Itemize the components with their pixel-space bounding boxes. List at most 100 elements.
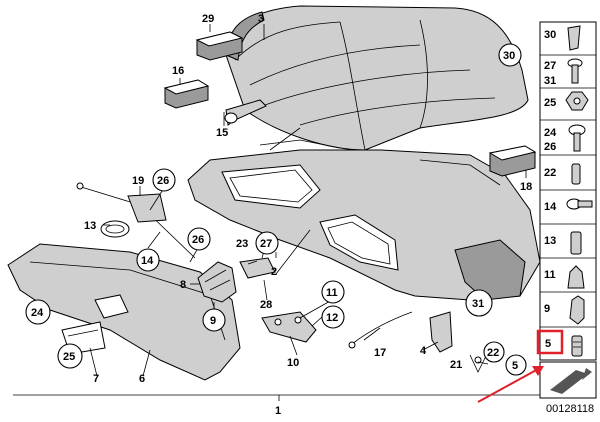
callout-17: 17 bbox=[374, 347, 386, 359]
callout-7: 7 bbox=[93, 373, 99, 385]
legend-row-27-31: 27 31 bbox=[544, 60, 556, 87]
legend-label-24: 24 bbox=[544, 127, 557, 139]
svg-text:27: 27 bbox=[260, 238, 272, 250]
svg-text:25: 25 bbox=[63, 351, 75, 363]
legend-label-9: 9 bbox=[544, 303, 550, 315]
callout-30: 30 bbox=[498, 43, 522, 67]
callout-15: 15 bbox=[216, 127, 228, 139]
svg-text:9: 9 bbox=[210, 315, 216, 327]
svg-text:6: 6 bbox=[139, 373, 145, 385]
svg-text:1: 1 bbox=[275, 405, 281, 417]
callout-5-circle: 5 bbox=[505, 354, 527, 376]
svg-text:28: 28 bbox=[260, 299, 272, 311]
callout-29: 29 bbox=[202, 13, 214, 25]
callout-24: 24 bbox=[25, 299, 51, 325]
svg-text:31: 31 bbox=[472, 298, 484, 310]
seal-13 bbox=[100, 220, 130, 238]
callout-23: 23 bbox=[236, 238, 248, 250]
bracket-10 bbox=[261, 311, 317, 343]
svg-text:22: 22 bbox=[487, 347, 499, 359]
nut-icon-25 bbox=[565, 91, 589, 111]
screw-icon-22 bbox=[571, 163, 581, 185]
clip-icon-30 bbox=[567, 25, 581, 51]
callout-25: 25 bbox=[57, 343, 83, 369]
svg-text:12: 12 bbox=[326, 312, 338, 324]
callout-31: 31 bbox=[465, 289, 493, 317]
legend-label-26: 26 bbox=[544, 141, 556, 153]
legend-label-25: 25 bbox=[544, 97, 556, 109]
screw-icon-24 bbox=[568, 124, 586, 152]
legend-label-31: 31 bbox=[544, 75, 556, 87]
leader-lines bbox=[13, 24, 545, 401]
legend-label-30: 30 bbox=[544, 29, 556, 41]
strut-19 bbox=[76, 182, 196, 259]
callout-11: 11 bbox=[321, 280, 345, 304]
convertible-top-part bbox=[225, 5, 529, 151]
svg-text:11: 11 bbox=[326, 287, 338, 299]
bracket-15 bbox=[224, 99, 267, 126]
callout-12: 12 bbox=[321, 305, 345, 329]
cable-17 bbox=[348, 311, 413, 349]
svg-text:30: 30 bbox=[503, 50, 515, 62]
foam-pad-18 bbox=[488, 145, 537, 177]
callout-8: 8 bbox=[180, 279, 186, 291]
foam-pad-29 bbox=[195, 31, 244, 61]
svg-text:16: 16 bbox=[172, 65, 184, 77]
svg-text:19: 19 bbox=[132, 175, 144, 187]
svg-text:24: 24 bbox=[31, 307, 44, 319]
svg-text:18: 18 bbox=[520, 181, 532, 193]
svg-text:23: 23 bbox=[236, 238, 248, 250]
legend-label-11: 11 bbox=[544, 269, 556, 281]
callout-26-mid: 26 bbox=[187, 227, 211, 251]
callout-4: 4 bbox=[420, 345, 427, 357]
callout-22: 22 bbox=[483, 341, 505, 363]
callout-10: 10 bbox=[287, 357, 299, 369]
screw-icon-27 bbox=[567, 58, 583, 84]
callout-16: 16 bbox=[172, 65, 184, 77]
callout-3: 3 bbox=[258, 13, 264, 25]
callout-1: 1 bbox=[275, 405, 281, 417]
screw-icon-14 bbox=[566, 198, 593, 210]
svg-text:15: 15 bbox=[216, 127, 228, 139]
legend-label-5: 5 bbox=[545, 338, 551, 350]
callout-26-top: 26 bbox=[152, 168, 176, 192]
rivet-icon-11 bbox=[567, 265, 585, 289]
foam-pad-16 bbox=[163, 79, 210, 109]
legend-label-13: 13 bbox=[544, 235, 556, 247]
highlight-box-5 bbox=[536, 329, 564, 355]
callout-28: 28 bbox=[260, 299, 272, 311]
callout-14: 14 bbox=[136, 248, 160, 272]
svg-text:26: 26 bbox=[192, 234, 204, 246]
svg-text:3: 3 bbox=[258, 13, 264, 25]
legend-label-22: 22 bbox=[544, 167, 556, 179]
callout-21: 21 bbox=[450, 359, 462, 371]
callout-18: 18 bbox=[520, 181, 532, 193]
direction-arrow-icon bbox=[539, 361, 597, 399]
svg-text:26: 26 bbox=[157, 175, 169, 187]
legend-label-27: 27 bbox=[544, 60, 556, 72]
svg-text:21: 21 bbox=[450, 359, 462, 371]
svg-text:2: 2 bbox=[271, 266, 277, 278]
svg-text:8: 8 bbox=[180, 279, 186, 291]
callout-19: 19 bbox=[132, 175, 144, 187]
rivet-icon-9 bbox=[569, 295, 585, 325]
red-pointer-arrow bbox=[477, 366, 544, 403]
roof-frame-part bbox=[187, 127, 541, 301]
svg-text:4: 4 bbox=[420, 345, 427, 357]
legend-label-14: 14 bbox=[544, 201, 557, 213]
svg-text:7: 7 bbox=[93, 373, 99, 385]
callout-2: 2 bbox=[271, 266, 277, 278]
drawing-number: 00128118 bbox=[546, 403, 594, 415]
hinge-8 bbox=[197, 261, 237, 303]
svg-text:17: 17 bbox=[374, 347, 386, 359]
legend-row-24-26: 24 26 bbox=[544, 127, 557, 153]
spring-21 bbox=[469, 354, 487, 373]
callout-9: 9 bbox=[202, 308, 226, 332]
clip-23 bbox=[239, 257, 276, 279]
bolt-icon-5 bbox=[571, 335, 583, 357]
svg-text:14: 14 bbox=[141, 255, 154, 267]
bolt-icon-13 bbox=[570, 231, 582, 255]
svg-text:10: 10 bbox=[287, 357, 299, 369]
svg-text:29: 29 bbox=[202, 13, 214, 25]
